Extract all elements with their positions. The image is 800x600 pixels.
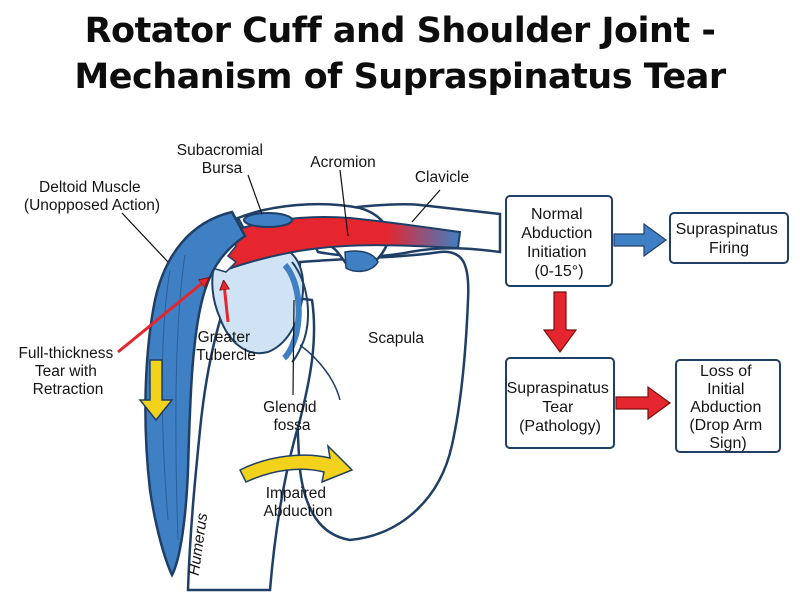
title-line-2: Mechanism of Supraspinatus Tear — [74, 57, 726, 97]
deltoid-fiber — [175, 254, 186, 541]
leader-clavicle — [411, 189, 441, 223]
deltoid-pull-arrow — [138, 359, 174, 422]
box-loss-of-abduction — [675, 359, 781, 453]
tear-pointer-arrow — [117, 280, 206, 354]
humerus-bone — [186, 288, 316, 592]
box-normal-text: Normal Abduction Initiation (0-15°) — [521, 206, 597, 280]
label-impaired-abduction: Impaired Abduction — [264, 485, 333, 520]
label-acromion: Acromion — [310, 154, 375, 171]
label-subacromial-bursa: Subacromial Bursa — [177, 142, 267, 177]
leader-bursa — [247, 174, 263, 215]
label-deltoid: Deltoid Muscle (Unopposed Action) — [24, 179, 160, 214]
glenoid-rim — [282, 263, 302, 361]
leader-glenoid — [292, 299, 295, 396]
flow-arrow-tear-to-loss — [615, 385, 672, 421]
title-line-1: Rotator Cuff and Shoulder Joint - — [84, 11, 716, 51]
impaired-abduction-arrow — [238, 443, 354, 484]
acromion-tip — [344, 250, 379, 273]
leader-deltoid — [121, 212, 169, 263]
box-supraspinatus-tear — [505, 357, 615, 449]
label-tear: Full-thickness Tear with Retraction — [18, 345, 117, 398]
joint-capsule — [299, 344, 341, 401]
subacromial-bursa — [243, 212, 293, 228]
label-greater-tubercle: Greater Tubercle — [196, 329, 256, 364]
deltoid-muscle — [144, 210, 247, 578]
box-loss-text: Loss of Initial Abduction (Drop Arm Sign… — [689, 363, 766, 452]
flow-arrow-normal-to-firing — [613, 222, 668, 258]
diagram-title: Rotator Cuff and Shoulder Joint - Mechan… — [0, 8, 800, 100]
box-firing-text: Supraspinatus Firing — [676, 221, 783, 257]
leader-acromion — [339, 169, 349, 237]
box-supraspinatus-firing — [669, 212, 789, 264]
box-tear-text: Supraspinatus Tear (Pathology) — [507, 380, 614, 435]
flow-arrow-normal-to-tear — [542, 291, 578, 354]
label-scapula: Scapula — [368, 330, 424, 347]
tubercle-pointer-arrow — [224, 284, 228, 323]
supraspinatus-muscle — [213, 215, 462, 272]
glenoid-outline — [291, 261, 309, 363]
label-glenoid: Glenoid fossa — [263, 399, 321, 434]
box-normal-abduction — [505, 195, 613, 287]
label-clavicle: Clavicle — [415, 169, 469, 186]
